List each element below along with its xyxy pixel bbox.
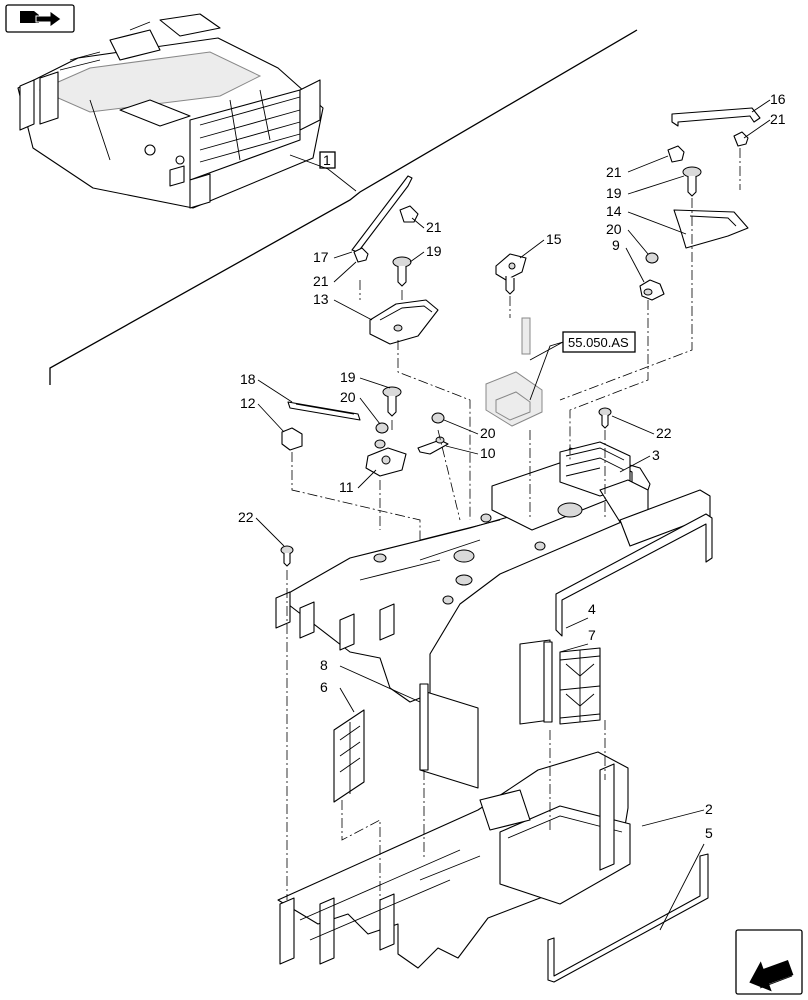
book-arrow-icon[interactable]: [5, 4, 75, 33]
part-21-clip-left-b: [353, 247, 369, 263]
callout-21-d: 21: [313, 273, 329, 289]
callout-1: 1: [323, 152, 331, 168]
part-10-lever: [417, 436, 449, 455]
part-21-clip-right-b: [667, 145, 685, 163]
part-11-bracket: [365, 439, 407, 477]
callout-10: 10: [480, 445, 496, 461]
part-15-knob: [495, 253, 527, 295]
callout-19-c: 19: [340, 369, 356, 385]
part-13-plate: [369, 299, 439, 345]
callout-18: 18: [240, 371, 256, 387]
hvac-assembly-overview: [17, 13, 324, 209]
callout-21-b: 21: [606, 164, 622, 180]
part-14-plate: [673, 209, 749, 249]
callout-1-box: [319, 151, 336, 169]
part-20-nut-center: [375, 422, 389, 434]
part-2-lower-housing: [277, 751, 631, 969]
callout-15: 15: [546, 231, 562, 247]
callout-22-b: 22: [238, 509, 254, 525]
callout-6: 6: [320, 679, 328, 695]
callout-21-a: 21: [770, 111, 786, 127]
section-divider-line: [49, 29, 638, 385]
part-18-rod: [287, 401, 361, 421]
callout-20-b: 20: [340, 389, 356, 405]
callout-16: 16: [770, 91, 786, 107]
callout-14: 14: [606, 203, 622, 219]
part-16-rod: [671, 107, 761, 127]
callout-21-c: 21: [426, 219, 442, 235]
callout-3: 3: [652, 447, 660, 463]
part-22-screw-lower: [280, 545, 294, 567]
part-20-nut-right: [645, 252, 659, 264]
part-21-clip-left-a: [399, 205, 419, 223]
callout-19-b: 19: [426, 243, 442, 259]
part-7-door: [519, 639, 601, 725]
part-22-screw-upper: [598, 407, 612, 429]
callout-8: 8: [320, 657, 328, 673]
assembly-lines: [286, 148, 741, 900]
actuator-motor: [485, 317, 543, 427]
part-12-clip: [281, 427, 303, 451]
part-4-seal: [555, 513, 713, 637]
part-20-nut-mid: [431, 412, 445, 424]
callout-19-a: 19: [606, 185, 622, 201]
callout-9: 9: [612, 237, 620, 253]
callout-13: 13: [313, 291, 329, 307]
callout-12: 12: [240, 395, 256, 411]
callout-22-a: 22: [656, 425, 672, 441]
part-3-upper-housing: [275, 441, 711, 703]
callout-7: 7: [588, 627, 596, 643]
part-21-clip-right-a: [733, 131, 749, 147]
part-19-screw-right: [682, 166, 702, 197]
callout-5: 5: [705, 825, 713, 841]
part-19-screw-left: [392, 256, 412, 287]
part-8-filter: [419, 683, 479, 789]
part-5-seal: [547, 853, 709, 983]
callout-17: 17: [313, 249, 329, 265]
callout-2: 2: [705, 801, 713, 817]
part-6-filter-grid: [333, 709, 365, 803]
reference-label[interactable]: 55.050.AS: [568, 335, 629, 350]
part-19-screw-center: [382, 386, 402, 417]
callout-20-c: 20: [480, 425, 496, 441]
callout-4: 4: [588, 601, 596, 617]
callout-20-a: 20: [606, 221, 622, 237]
next-page-arrow-icon[interactable]: [735, 929, 803, 998]
part-9-lever: [639, 279, 665, 301]
callout-11: 11: [339, 479, 354, 495]
